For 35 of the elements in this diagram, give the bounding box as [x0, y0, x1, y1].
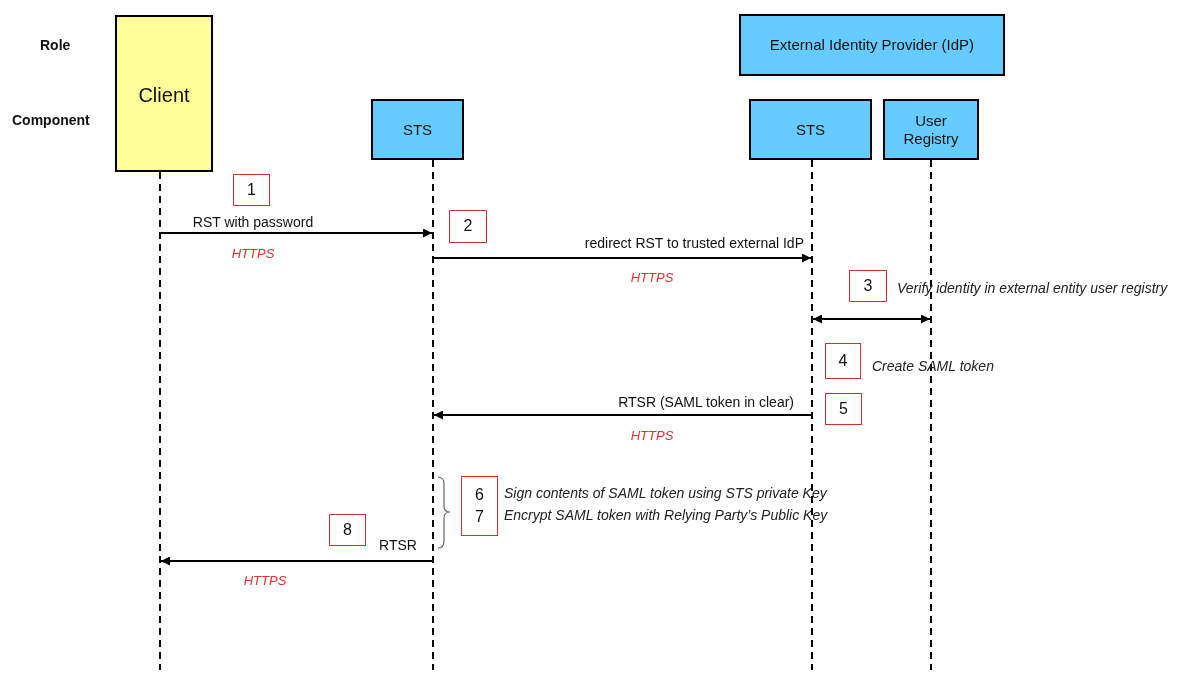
step-number-box: 3 [849, 270, 887, 302]
arrow [160, 556, 433, 566]
step-number-box: 4 [825, 343, 861, 379]
row-heading: Role [40, 38, 71, 52]
lifeline [930, 160, 932, 670]
step-number-box: 6 7 [461, 476, 498, 536]
step-description: Encrypt SAML token with Relying Party’s Public Key [504, 508, 828, 522]
component-box: STS [371, 99, 464, 160]
step-description: Sign contents of SAML token using STS private Key [504, 486, 827, 500]
component-box: User Registry [883, 99, 979, 160]
component-box: STS [749, 99, 872, 160]
step-number-box: 5 [825, 393, 862, 425]
lifeline [159, 172, 161, 670]
row-heading: Component [12, 113, 90, 127]
step-description: Create SAML token [872, 359, 994, 373]
protocol-label: HTTPS [231, 247, 275, 260]
lifeline [811, 160, 813, 670]
edge-label: RST with password [191, 215, 315, 229]
edge-label: RTSR [378, 538, 418, 552]
step-number-box: 1 [233, 174, 270, 206]
role-box: External Identity Provider (IdP) [739, 14, 1005, 76]
protocol-label: HTTPS [243, 574, 287, 587]
step-number-box: 2 [449, 210, 487, 243]
arrow [433, 253, 812, 263]
protocol-label: HTTPS [630, 271, 674, 284]
edge-label: redirect RST to trusted external IdP [583, 236, 805, 250]
arrow [160, 228, 433, 238]
step-number-box: 8 [329, 514, 366, 546]
protocol-label: HTTPS [630, 429, 674, 442]
arrow [433, 410, 812, 420]
client-box: Client [115, 15, 213, 172]
edge-label: RTSR (SAML token in clear) [617, 395, 795, 409]
step-description: Verify identity in external entity user registry [897, 281, 1168, 295]
arrow [812, 314, 931, 324]
lifeline [432, 160, 434, 670]
